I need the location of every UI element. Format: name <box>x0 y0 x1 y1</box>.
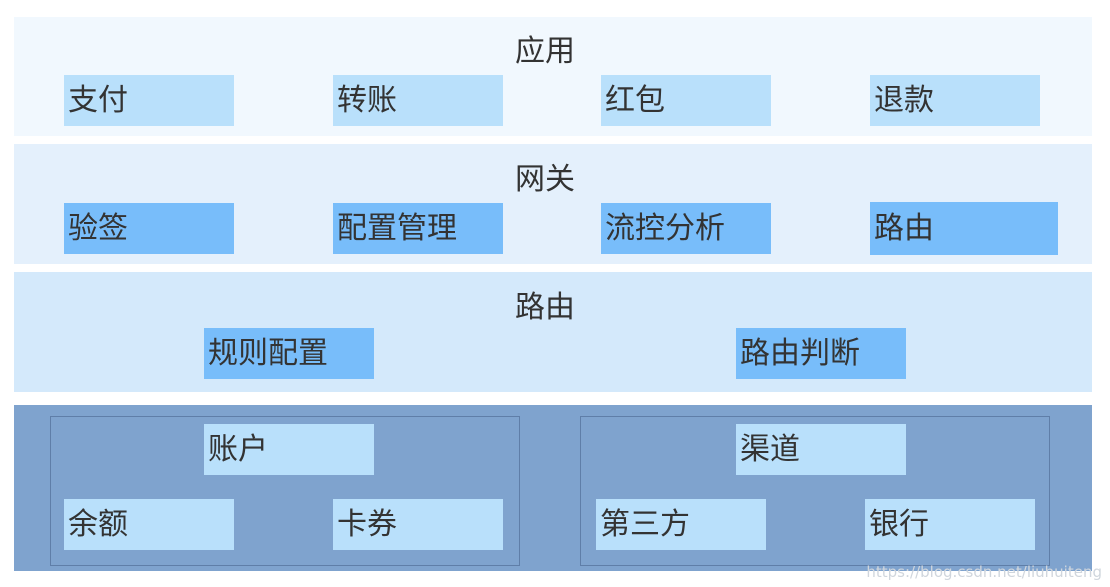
channel-group-title: 渠道 <box>736 424 906 475</box>
module-bank: 银行 <box>865 499 1035 550</box>
application-layer-title: 应用 <box>515 34 575 69</box>
module-config-management: 配置管理 <box>333 203 503 254</box>
watermark: https://blog.csdn.net/liuhuiteng <box>866 563 1102 581</box>
gateway-layer-title: 网关 <box>515 162 575 197</box>
module-refund: 退款 <box>870 75 1040 126</box>
module-flow-control-analysis: 流控分析 <box>601 203 771 254</box>
module-payment: 支付 <box>64 75 234 126</box>
module-route-decision: 路由判断 <box>736 328 906 379</box>
routing-layer: 路由 规则配置 路由判断 <box>14 272 1092 392</box>
core-layer: 账户 余额 卡券 渠道 第三方 银行 <box>14 405 1092 571</box>
routing-layer-title: 路由 <box>515 290 575 325</box>
module-transfer: 转账 <box>333 75 503 126</box>
account-group-title: 账户 <box>204 424 374 475</box>
module-red-packet: 红包 <box>601 75 771 126</box>
module-routing: 路由 <box>870 202 1058 255</box>
module-coupon: 卡券 <box>333 499 503 550</box>
application-layer: 应用 支付 转账 红包 退款 <box>14 17 1092 136</box>
account-group-frame: 账户 余额 卡券 <box>50 416 520 566</box>
module-signature-verification: 验签 <box>64 203 234 254</box>
module-rule-config: 规则配置 <box>204 328 374 379</box>
module-balance: 余额 <box>64 499 234 550</box>
channel-group-frame: 渠道 第三方 银行 <box>580 416 1050 566</box>
module-third-party: 第三方 <box>596 499 766 550</box>
gateway-layer: 网关 验签 配置管理 流控分析 路由 <box>14 144 1092 264</box>
